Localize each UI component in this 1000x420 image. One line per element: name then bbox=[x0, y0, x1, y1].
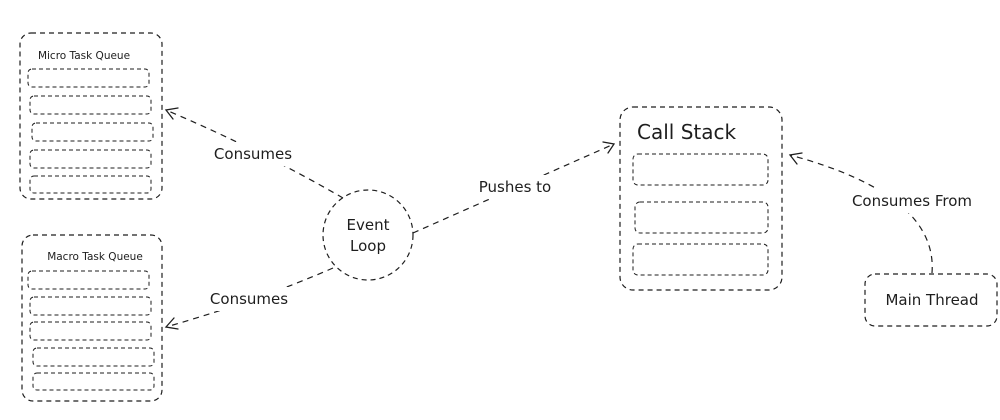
macro-task-queue-box bbox=[21, 234, 163, 402]
event-loop-node: Event Loop bbox=[322, 189, 414, 281]
edge-label-consumes-macro: Consumes bbox=[210, 290, 288, 308]
macro-task-queue: Macro Task Queue bbox=[21, 234, 163, 402]
main-thread-box bbox=[864, 273, 998, 327]
edge-label-backdrop bbox=[844, 189, 980, 213]
call-stack-slot bbox=[632, 243, 769, 276]
macro-queue-slot bbox=[32, 372, 155, 391]
edge-label-consumes-from: Consumes From bbox=[852, 192, 972, 210]
macro-queue-slot bbox=[27, 270, 150, 290]
edge-line bbox=[789, 154, 933, 274]
edge-label-backdrop bbox=[208, 142, 298, 166]
edge-event-loop-to-macro: Consumes bbox=[164, 267, 334, 330]
micro-task-queue: Micro Task Queue bbox=[19, 32, 163, 200]
call-stack-box bbox=[619, 106, 783, 291]
edge-label-consumes-micro: Consumes bbox=[214, 145, 292, 163]
macro-queue-slot bbox=[32, 347, 155, 367]
edge-line bbox=[165, 109, 344, 199]
edge-main-thread-to-call-stack: Consumes From bbox=[788, 152, 980, 274]
arrowhead-icon bbox=[602, 141, 616, 154]
call-stack-slot bbox=[634, 201, 769, 234]
edge-event-loop-to-micro: Consumes bbox=[164, 107, 344, 199]
call-stack: Call Stack bbox=[619, 106, 783, 291]
arrowhead-icon bbox=[788, 152, 803, 165]
micro-queue-slot bbox=[31, 122, 154, 142]
call-stack-slot bbox=[632, 153, 769, 186]
event-loop-label-line1: Event bbox=[347, 216, 390, 234]
event-loop-label-line2: Loop bbox=[350, 237, 386, 255]
micro-queue-slot bbox=[29, 95, 152, 115]
micro-queue-slot bbox=[27, 68, 150, 88]
edge-label-backdrop bbox=[204, 287, 294, 311]
event-loop-circle bbox=[322, 189, 414, 281]
macro-queue-slot bbox=[29, 296, 152, 316]
edge-label-backdrop bbox=[466, 175, 564, 199]
edge-line bbox=[412, 143, 615, 234]
call-stack-title: Call Stack bbox=[637, 120, 736, 144]
macro-task-queue-title: Macro Task Queue bbox=[47, 251, 143, 263]
main-thread-node: Main Thread bbox=[864, 273, 998, 327]
micro-queue-slot bbox=[29, 175, 152, 194]
edge-event-loop-to-call-stack: Pushes to bbox=[412, 141, 616, 234]
micro-task-queue-title: Micro Task Queue bbox=[38, 50, 130, 62]
micro-queue-slot bbox=[29, 149, 152, 169]
edge-line bbox=[165, 267, 334, 328]
macro-queue-slot bbox=[29, 321, 152, 341]
arrowhead-icon bbox=[164, 107, 179, 120]
edge-label-pushes-to: Pushes to bbox=[479, 178, 551, 196]
micro-task-queue-box bbox=[19, 32, 163, 200]
main-thread-label: Main Thread bbox=[885, 291, 978, 309]
arrowhead-icon bbox=[164, 317, 179, 330]
